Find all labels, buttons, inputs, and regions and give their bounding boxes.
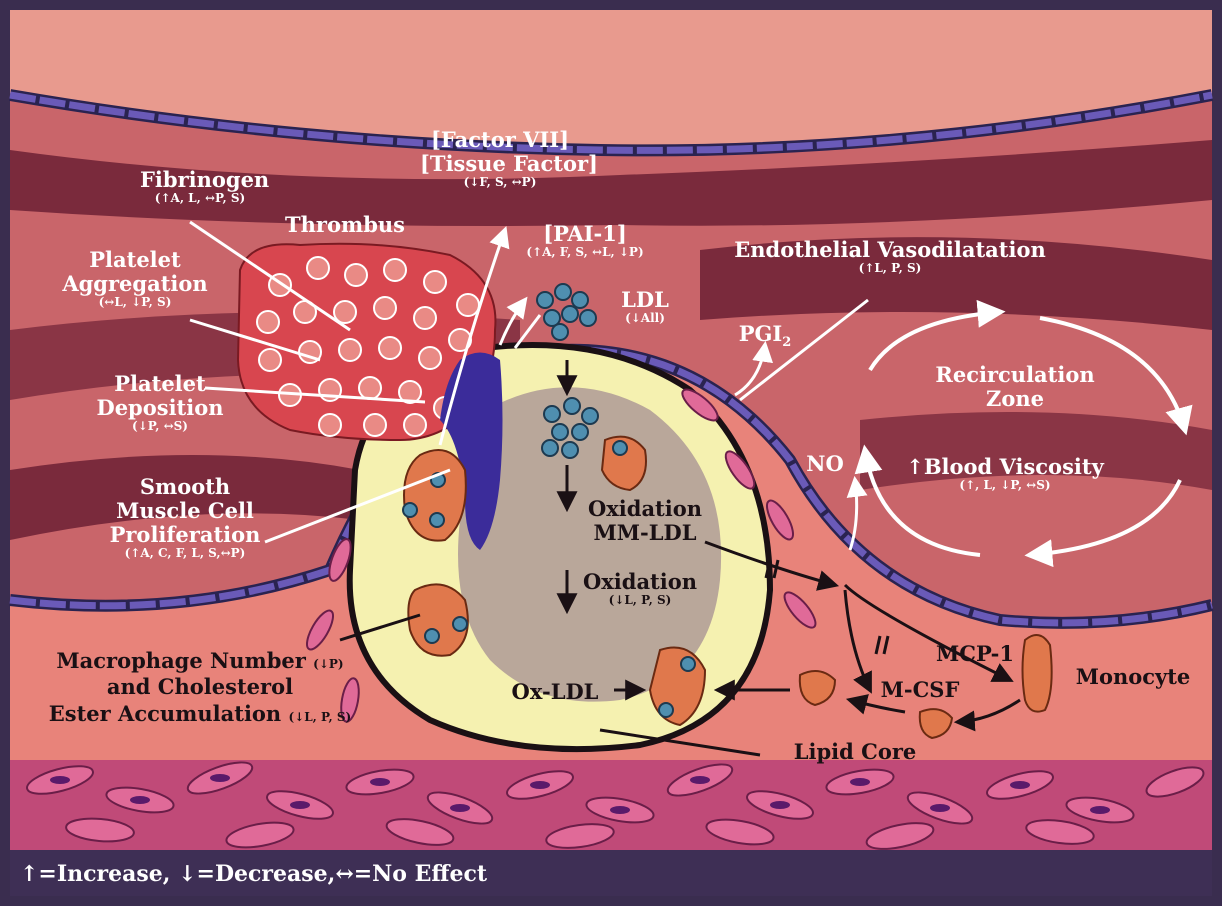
ldl-effects: (↓All) <box>605 312 685 326</box>
blood-viscosity-effects: (↑, L, ↓P, ↔S) <box>905 479 1105 493</box>
blood-viscosity-title-line: ↑Blood Viscosity <box>905 455 1105 479</box>
platelet-aggregation-label: Platelet Aggregation (↔L, ↓P, S) <box>60 248 210 310</box>
smooth-muscle-line1: Smooth <box>90 475 280 499</box>
macrophage-line1: Macrophage Number (↓P) <box>20 648 380 674</box>
oxidation2-title: Oxidation <box>580 570 700 594</box>
platelet-aggregation-title1: Platelet <box>60 248 210 272</box>
factor-vii-label: [Factor VII] [Tissue Factor] (↓F, S, ↔P) <box>420 128 580 190</box>
smooth-muscle-label: Smooth Muscle Cell Proliferation (↑A, C,… <box>90 475 280 561</box>
platelet-deposition-title1: Platelet <box>95 372 225 396</box>
mcsf-label: M-CSF <box>870 678 970 702</box>
smooth-muscle-line3: Proliferation <box>90 523 280 547</box>
oxidation-mm-label: Oxidation MM-LDL <box>575 497 715 545</box>
fibrinogen-title: Fibrinogen <box>140 168 260 192</box>
ldl-label: LDL (↓All) <box>605 288 685 326</box>
smooth-muscle-effects: (↑A, C, F, L, S,↔P) <box>90 547 280 561</box>
oxidation2-label: Oxidation (↓L, P, S) <box>580 570 700 608</box>
platelet-aggregation-title2: Aggregation <box>60 272 210 296</box>
macrophage-line3: Ester Accumulation (↓L, P, S) <box>20 701 380 727</box>
monocyte-label: Monocyte <box>1068 665 1198 689</box>
macrophage-line1-text: Macrophage Number <box>56 648 305 673</box>
pai1-effects: (↑A, F, S, ↔L, ↓P) <box>510 246 660 260</box>
blood-viscosity-title: Blood Viscosity <box>924 454 1104 479</box>
factor-vii-effects: (↓F, S, ↔P) <box>420 176 580 190</box>
endothelial-vasodilatation-label: Endothelial Vasodilatation (↑L, P, S) <box>730 238 1050 276</box>
fibrinogen-effects: (↑A, L, ↔P, S) <box>140 192 260 206</box>
thrombus-label: Thrombus <box>280 213 410 237</box>
pgi2-label: PGI2 <box>725 322 805 351</box>
platelet-deposition-label: Platelet Deposition (↓P, ↔S) <box>95 372 225 434</box>
macrophage-label: Macrophage Number (↓P) and Cholesterol E… <box>20 648 380 727</box>
recirculation-line2: Zone <box>930 387 1100 411</box>
oxidation2-effects: (↓L, P, S) <box>580 594 700 608</box>
factor-vii-title: [Factor VII] <box>420 128 580 152</box>
macrophage-line3-effect: (↓L, P, S) <box>289 710 352 724</box>
recirculation-zone-label: Recirculation Zone <box>930 363 1100 411</box>
oxidation-mm-line2: MM-LDL <box>575 521 715 545</box>
endothelial-vasodilatation-effects: (↑L, P, S) <box>730 262 1050 276</box>
platelet-deposition-effects: (↓P, ↔S) <box>95 420 225 434</box>
ldl-title: LDL <box>605 288 685 312</box>
pgi2-subscript: 2 <box>782 335 791 350</box>
lipid-core-label: Lipid Core <box>765 740 945 764</box>
legend: ↑=Increase, ↓=Decrease,↔=No Effect <box>20 862 540 887</box>
tissue-factor-title: [Tissue Factor] <box>420 152 580 176</box>
macrophage-line2: and Cholesterol <box>20 674 380 700</box>
macrophage-line3-text: Ester Accumulation <box>49 701 281 726</box>
pgi2-main: PGI <box>739 321 783 346</box>
platelet-deposition-title2: Deposition <box>95 396 225 420</box>
platelet-aggregation-effects: (↔L, ↓P, S) <box>60 296 210 310</box>
ox-ldl-label: Ox-LDL <box>500 680 610 704</box>
macrophage-line1-effect: (↓P) <box>313 657 343 671</box>
mcp1-label: MCP-1 <box>930 642 1020 666</box>
oxidation-mm-line1: Oxidation <box>575 497 715 521</box>
blood-viscosity-arrow: ↑ <box>906 454 924 479</box>
smooth-muscle-line2: Muscle Cell <box>90 499 280 523</box>
pai1-label: [PAI-1] (↑A, F, S, ↔L, ↓P) <box>510 222 660 260</box>
blood-viscosity-label: ↑Blood Viscosity (↑, L, ↓P, ↔S) <box>905 455 1105 493</box>
endothelial-vasodilatation-title: Endothelial Vasodilatation <box>730 238 1050 262</box>
pai1-title: [PAI-1] <box>510 222 660 246</box>
recirculation-line1: Recirculation <box>930 363 1100 387</box>
no-label: NO <box>800 452 850 476</box>
fibrinogen-label: Fibrinogen (↑A, L, ↔P, S) <box>140 168 260 206</box>
